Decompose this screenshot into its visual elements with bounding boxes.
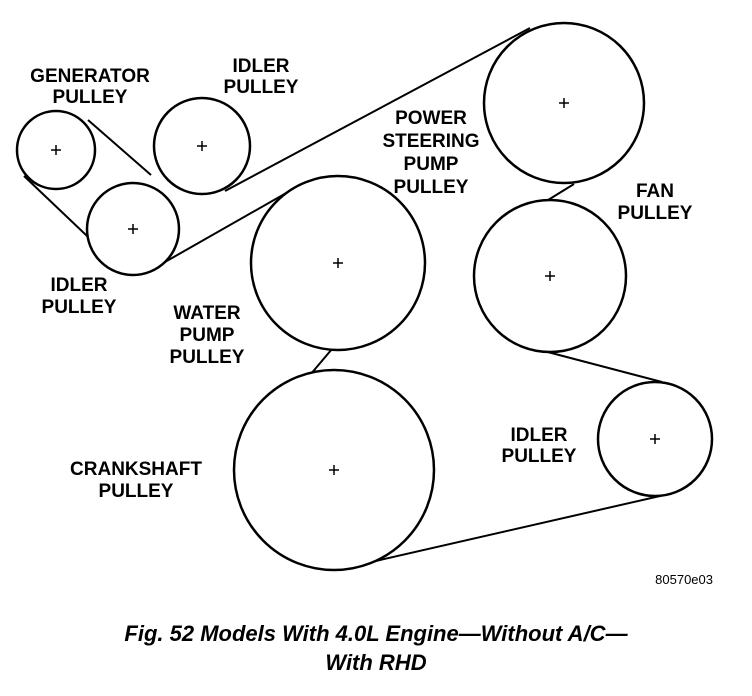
crankshaft-pulley-label: CRANKSHAFT	[70, 459, 202, 480]
belt-segment	[344, 495, 661, 569]
generator-pulley-label: PULLEY	[53, 87, 128, 108]
idler-pulley-left-label: PULLEY	[42, 297, 117, 318]
idler-pulley-left	[85, 181, 181, 277]
belt-segment	[539, 349, 663, 383]
drive-belt	[23, 27, 663, 569]
crankshaft-pulley	[232, 368, 436, 572]
water-pump-pulley-label: WATER	[173, 303, 240, 324]
reference-code: 80570e03	[655, 572, 713, 587]
power-steering-pump-pulley-label: PUMP	[404, 154, 459, 175]
water-pump-pulley	[249, 174, 427, 352]
fan-pulley	[472, 198, 628, 354]
generator-pulley-label: GENERATOR	[30, 66, 150, 87]
fan-pulley-label: PULLEY	[618, 203, 693, 224]
idler-pulley-top	[152, 96, 252, 196]
figure-caption-line-2: With RHD	[325, 650, 427, 675]
idler-pulley-top-label: PULLEY	[224, 77, 299, 98]
power-steering-pump-pulley	[482, 21, 646, 185]
idler-pulley-right-label: IDLER	[511, 425, 568, 446]
belt-segment	[224, 27, 531, 192]
belt-segment	[164, 187, 296, 263]
water-pump-pulley-label: PUMP	[180, 325, 235, 346]
power-steering-pump-pulley-label: STEERING	[382, 131, 479, 152]
power-steering-pump-pulley-label: PULLEY	[394, 177, 469, 198]
idler-pulley-left-label: IDLER	[51, 275, 108, 296]
crankshaft-pulley-label: PULLEY	[99, 481, 174, 502]
generator-pulley	[15, 109, 97, 191]
idler-pulley-right-label: PULLEY	[502, 446, 577, 467]
idler-pulley-right	[596, 380, 714, 498]
belt-segment	[87, 119, 152, 176]
idler-pulley-top-label: IDLER	[233, 56, 290, 77]
belt-segment	[309, 348, 333, 376]
figure-caption-line-1: Fig. 52 Models With 4.0L Engine—Without …	[124, 621, 628, 646]
water-pump-pulley-label: PULLEY	[170, 347, 245, 368]
power-steering-pump-pulley-label: POWER	[395, 108, 467, 129]
fan-pulley-label: FAN	[636, 181, 674, 202]
